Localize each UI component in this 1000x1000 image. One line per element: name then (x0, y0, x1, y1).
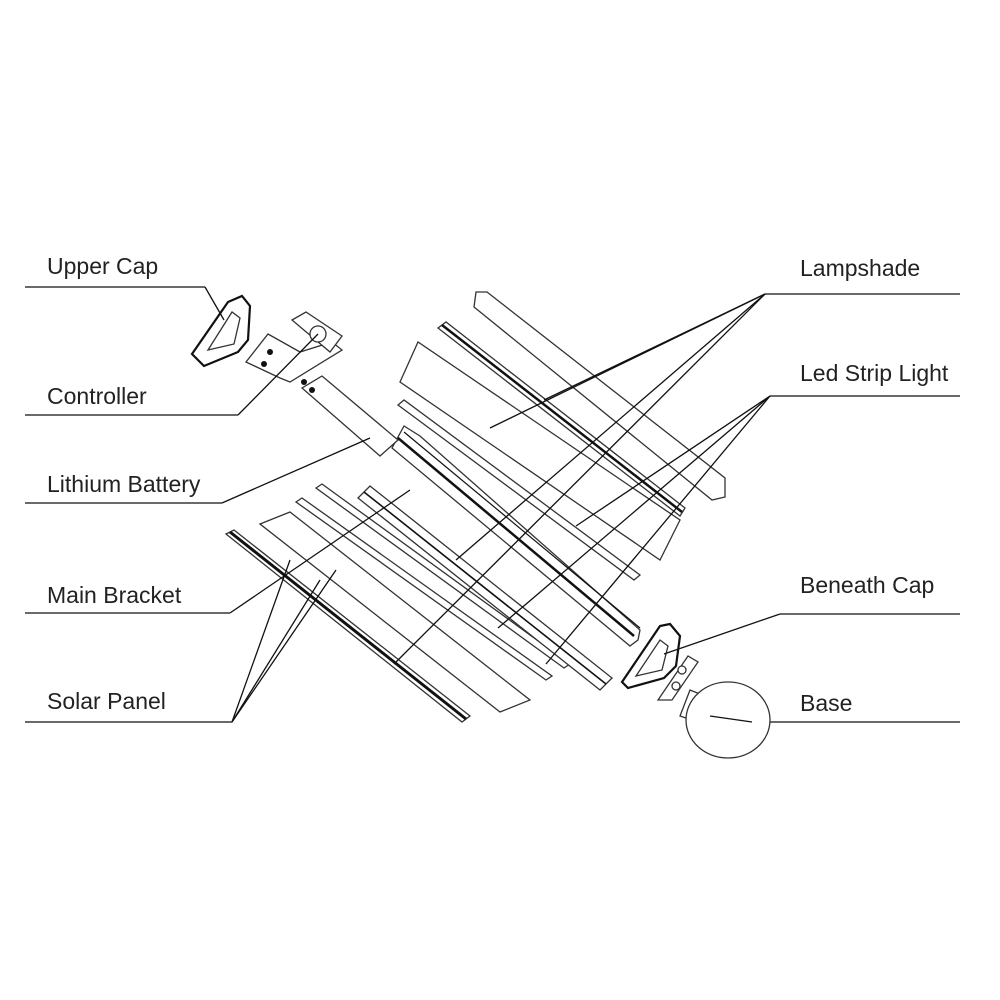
controller-part (244, 311, 344, 383)
led-strip-part (294, 399, 642, 681)
beneath-cap-part (620, 622, 682, 690)
label-solar-panel: Solar Panel (47, 688, 166, 714)
leader-led-strip-1 (575, 395, 771, 527)
lithium-battery-part (300, 375, 399, 457)
leader-upper-cap (204, 286, 225, 321)
leader-solar-panel-2 (231, 579, 321, 723)
leader-led-strip-2 (497, 395, 771, 629)
label-led-strip-light: Led Strip Light (800, 360, 949, 386)
lampshade-rail (436, 321, 686, 517)
leader-solar-panel-1 (231, 569, 337, 723)
label-rules (25, 286, 960, 723)
label-main-bracket: Main Bracket (47, 582, 182, 608)
main-bracket-part (357, 425, 641, 691)
label-controller: Controller (47, 383, 147, 409)
leader-solar-panel-3 (231, 559, 291, 723)
label-lampshade: Lampshade (800, 255, 921, 281)
label-beneath-cap: Beneath Cap (800, 572, 935, 598)
solar-panel-part (224, 511, 532, 723)
leader-beneath-cap (663, 613, 781, 655)
base-part (656, 655, 771, 759)
upper-cap-part (190, 294, 252, 368)
leader-lampshade-4 (455, 293, 766, 561)
label-lithium-battery: Lithium Battery (47, 471, 201, 497)
leader-lampshade-3 (393, 293, 766, 665)
leader-controller (237, 333, 319, 416)
label-base: Base (800, 690, 853, 716)
leader-lithium-battery (221, 437, 371, 504)
label-upper-cap: Upper Cap (47, 253, 159, 279)
leader-led-strip-3 (545, 395, 771, 665)
lampshade-part (399, 291, 726, 561)
leader-main-bracket (229, 489, 411, 614)
leader-base (709, 715, 753, 723)
leader-lampshade-2 (489, 293, 766, 429)
leader-lines (204, 286, 781, 723)
